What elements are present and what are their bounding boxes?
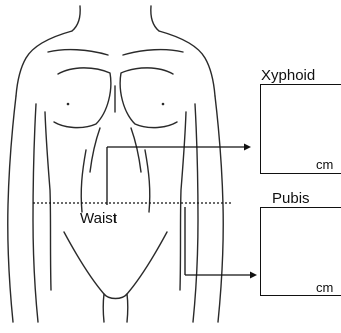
rib-left: [90, 128, 100, 172]
left-arm-outer: [8, 96, 16, 322]
left-clavicle: [48, 50, 108, 55]
rib-right: [131, 128, 141, 172]
right-leg-line: [127, 294, 128, 322]
top-arrowhead: [244, 144, 251, 151]
left-chest-line: [54, 68, 111, 128]
label-top-section: Xyphoid: [261, 68, 315, 83]
top-unit-label: cm: [316, 158, 333, 171]
left-shoulder-line: [16, 31, 72, 96]
neck-left-line: [72, 6, 80, 31]
label-bottom-section: Pubis: [272, 191, 310, 206]
left-arm-inner: [33, 104, 38, 322]
right-arm-outer: [215, 96, 223, 322]
bottom-arrowhead: [250, 272, 257, 279]
left-torso-side: [45, 112, 51, 290]
pelvis-left-line: [64, 232, 104, 294]
groin-curve: [104, 294, 127, 299]
waist-label: Waist: [80, 211, 117, 226]
right-nipple: [162, 103, 165, 106]
right-chest-line: [120, 68, 177, 128]
right-clavicle: [123, 50, 183, 55]
pelvis-right-line: [127, 232, 167, 294]
left-nipple: [67, 103, 70, 106]
left-leg-line: [103, 294, 104, 322]
neck-right-line: [151, 6, 159, 31]
right-shoulder-line: [159, 31, 215, 96]
bottom-unit-label: cm: [316, 281, 333, 294]
right-arm-inner: [193, 104, 198, 322]
